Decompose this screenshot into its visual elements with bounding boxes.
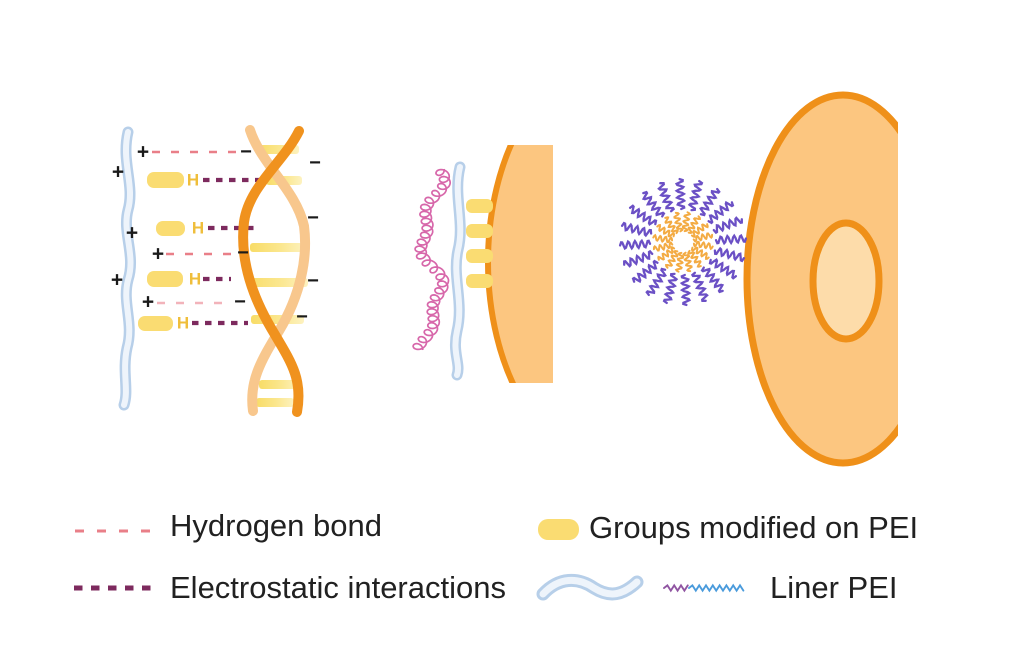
condensed-dna-coil	[412, 168, 452, 351]
hydrogen-atom-label: H	[176, 313, 190, 333]
minus-charge: −	[234, 291, 246, 313]
plus-charge: +	[110, 268, 124, 292]
panel-dna-binding	[118, 125, 311, 417]
plus-charge: +	[151, 242, 165, 266]
legend-hydrogen-bond-label: Hydrogen bond	[170, 508, 382, 543]
pei-group-tabs	[466, 199, 493, 288]
panel-polyplex-cell	[618, 91, 898, 467]
plus-charge: +	[125, 221, 139, 245]
minus-charge: −	[307, 207, 319, 229]
minus-charge: −	[237, 242, 249, 264]
legend-pei-ribbon	[536, 574, 644, 601]
minus-charge: −	[240, 141, 252, 163]
minus-charge: −	[307, 270, 319, 292]
legend-electrostatic-label: Electrostatic interactions	[170, 570, 506, 605]
cell-nucleus	[809, 219, 883, 343]
pei-group-blocks	[138, 172, 185, 331]
minus-charge: −	[309, 152, 321, 174]
legend-liner-pei-label: Liner PEI	[770, 570, 898, 605]
minus-charge: −	[296, 306, 308, 328]
dna-strand-dark	[238, 126, 304, 417]
plus-charge: +	[141, 290, 155, 314]
plus-charge: +	[136, 140, 150, 164]
panel-membrane-attachment	[412, 145, 553, 383]
hydrogen-atom-label: H	[191, 218, 205, 238]
legend-groups-label: Groups modified on PEI	[589, 510, 919, 545]
polyplex-micelle	[618, 177, 748, 307]
dna-helix	[238, 125, 311, 417]
dna-strand-light	[245, 125, 311, 416]
hydrogen-bond-lines	[152, 150, 241, 305]
plus-charge: +	[111, 160, 125, 184]
hydrogen-atom-label: H	[186, 170, 200, 190]
legend-group-swatch	[538, 519, 579, 540]
hydrogen-atom-label: H	[188, 269, 202, 289]
pei-ribbon-left	[118, 126, 137, 411]
pei-ribbon-mid	[449, 161, 466, 381]
legend-symbols	[74, 519, 745, 601]
legend-liner-pei-zigzag	[663, 583, 745, 593]
